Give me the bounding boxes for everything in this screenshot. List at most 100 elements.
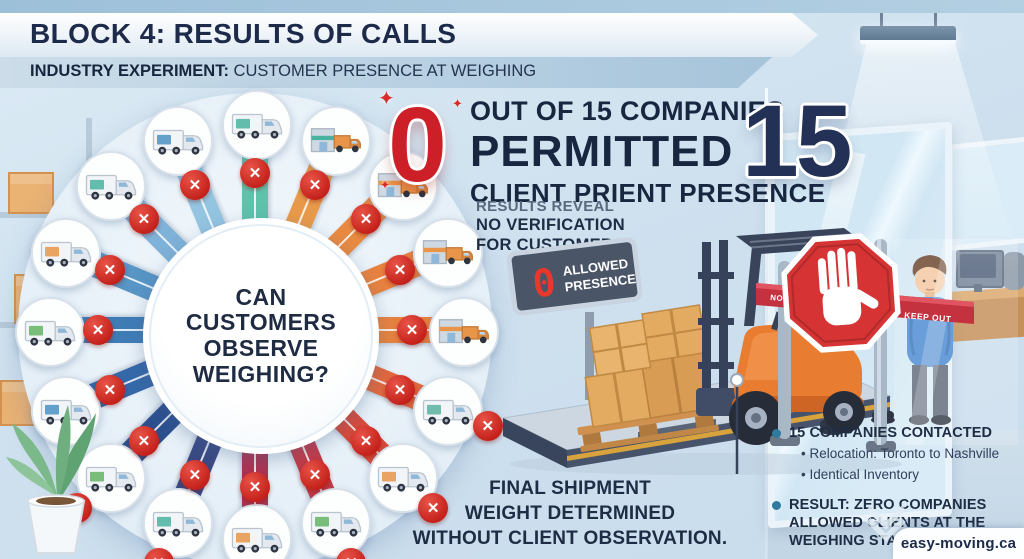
x-badge: ✕ <box>128 426 159 457</box>
hand-icon <box>817 247 879 326</box>
x-badge: ✕ <box>94 375 125 406</box>
sign-pole <box>585 312 594 400</box>
company-circle <box>301 488 372 559</box>
company-circle <box>429 297 499 367</box>
truck-icon <box>40 241 91 267</box>
x-badge: ✕ <box>418 493 449 524</box>
note-bold1: NO VERIFICATION <box>476 216 626 234</box>
x-badge: ✕ <box>336 547 367 559</box>
wall-edge <box>765 88 768 559</box>
diagram-center-circle: CAN CUSTOMERS OBSERVE WEIGHING? <box>143 218 379 454</box>
x-badge: ✕ <box>240 472 270 502</box>
x-badge: ✕ <box>83 315 113 345</box>
glass-overlay <box>894 239 1018 445</box>
diagram-question: CAN CUSTOMERS OBSERVE WEIGHING? <box>185 283 337 387</box>
conclusion-line2: WEIGHT DETERMINED <box>464 503 676 525</box>
weighing-scene: 0 ALLOWED PRESENCE <box>501 228 902 475</box>
note-light: RESULTS REVEAL <box>476 198 615 215</box>
x-badge: ✕ <box>143 547 174 559</box>
truck-icon <box>423 400 474 425</box>
restricted-area-scene: NOT ALLOWED KEEP OUT <box>756 233 1018 452</box>
building-truck-icon <box>378 172 429 197</box>
company-circle <box>413 217 484 288</box>
finding-title: 15 COMPANIES CONTACTED <box>789 425 993 441</box>
truck-icon <box>24 320 76 346</box>
shelf-rail <box>0 212 92 218</box>
website-url: easy-moving.ca <box>900 535 1017 552</box>
truck-icon <box>40 400 91 425</box>
big-number-15: 15 <box>742 84 852 198</box>
bullet-dot <box>772 501 781 511</box>
x-badge: ✕ <box>300 169 331 200</box>
building-truck-icon <box>438 319 489 344</box>
glass-streak <box>906 239 962 445</box>
stop-sign-icon <box>781 233 901 353</box>
x-badge: ✕ <box>351 426 382 457</box>
truck-icon <box>231 113 283 139</box>
company-circle <box>15 297 85 367</box>
scale-display-value: 0 <box>530 260 558 306</box>
x-badge: ✕ <box>472 411 503 442</box>
x-badge: ✕ <box>385 375 416 406</box>
x-badge: ✕ <box>240 158 270 188</box>
x-badge: ✕ <box>128 203 159 234</box>
barrier-right-text: KEEP OUT <box>904 310 952 324</box>
title-banner <box>0 13 818 57</box>
company-circle <box>301 105 372 176</box>
list-item: 15 COMPANIES CONTACTED Relocation: Toron… <box>772 424 1022 483</box>
callout-dot <box>730 373 744 387</box>
headline-line1: OUT OF 15 COMPANIES <box>470 96 785 126</box>
building-truck-icon <box>311 127 362 152</box>
finding-sub: Identical Inventory <box>801 466 1022 484</box>
truck-icon <box>378 467 429 492</box>
building-truck-icon <box>423 239 474 264</box>
cardboard-box-icon <box>8 172 54 214</box>
truck-icon <box>311 512 362 537</box>
truck-icon <box>152 129 203 155</box>
subtitle-label: INDUSTRY EXPERIMENT: <box>30 62 229 80</box>
customer-person <box>907 255 953 425</box>
subtitle-banner <box>0 57 772 88</box>
monitor-stand <box>974 284 982 292</box>
x-badge: ✕ <box>397 315 427 345</box>
headline-line2: PERMITTED <box>470 127 734 176</box>
truck-icon <box>85 174 136 200</box>
light-rod <box>934 0 937 28</box>
headline-block: OUT OF 15 COMPANIES PERMITTED CLIENT PRI… <box>470 96 826 209</box>
company-circle <box>30 217 101 288</box>
truck-icon <box>231 527 283 553</box>
x-badge: ✕ <box>300 460 331 491</box>
radial-diagram: ✕ ✕✕ ✕✕ ✕✕ ✕✕ ✕ <box>0 90 520 559</box>
plant-icon <box>6 405 96 554</box>
bullet-dot <box>772 429 781 438</box>
truck-icon <box>152 512 203 537</box>
company-circle <box>222 504 292 559</box>
scale-display: 0 ALLOWED PRESENCE <box>506 237 643 316</box>
findings-list: 15 COMPANIES CONTACTED Relocation: Toron… <box>772 424 1022 559</box>
conclusion-text: FINAL SHIPMENT WEIGHT DETERMINED WITHOUT… <box>400 476 740 551</box>
subtitle-rest: CUSTOMER PRESENCE AT WEIGHING <box>228 62 537 80</box>
ceiling-light-icon <box>860 26 956 44</box>
footer-brand-tab: easy-moving.ca <box>893 528 1024 559</box>
page-title: BLOCK 4: RESULTS OF CALLS <box>30 18 457 49</box>
x-badge: ✕ <box>179 460 210 491</box>
finding-sub: Relocation: Toronto to Nashville <box>801 445 1022 463</box>
company-circle <box>142 488 213 559</box>
company-circle <box>142 105 213 176</box>
truck-icon <box>85 467 136 492</box>
company-circle <box>368 150 439 221</box>
headline-line3: CLIENT PRIENT PRESENCE <box>470 178 826 208</box>
sparkle-icon: ✦ <box>378 88 395 110</box>
sparkle-icon: ✦ <box>380 178 391 192</box>
zero-count: 0 <box>388 86 447 204</box>
x-badge: ✕ <box>179 169 210 200</box>
conclusion-line3: WITHOUT CLIENT OBSERVATION. <box>412 528 728 550</box>
platform-stripe <box>567 402 890 461</box>
x-badge: ✕ <box>94 254 125 285</box>
sparkle-icon: ✦ <box>452 96 463 111</box>
forklift-mast <box>698 240 734 404</box>
page-subtitle: INDUSTRY EXPERIMENT: CUSTOMER PRESENCE A… <box>30 62 536 81</box>
company-circle <box>413 376 484 447</box>
pallet-boxes <box>577 304 719 452</box>
